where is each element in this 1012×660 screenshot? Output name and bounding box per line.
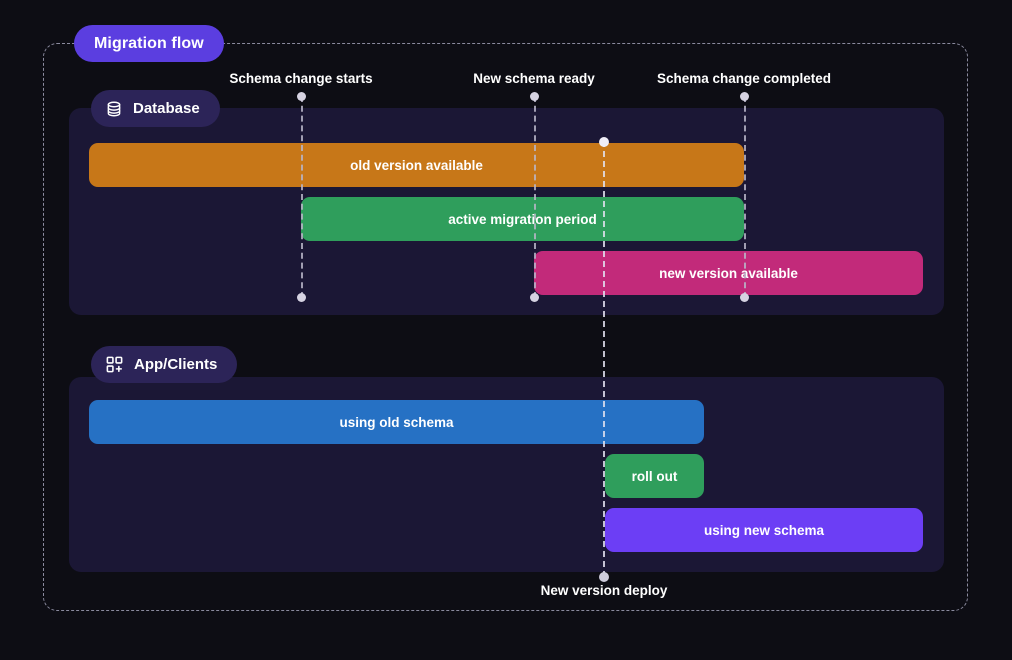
- diagram-outer-frame: [43, 43, 968, 611]
- timeline-bar[interactable]: new version available: [534, 251, 923, 295]
- diagram-title-badge: Migration flow: [74, 25, 224, 62]
- database-icon: [105, 100, 123, 118]
- timeline-bar[interactable]: using new schema: [605, 508, 923, 552]
- deploy-marker-label: New version deploy: [540, 583, 668, 598]
- lane-badge-app-clients: App/Clients: [91, 346, 238, 383]
- lane-badge-app-clients-label: App/Clients: [134, 356, 218, 373]
- timeline-bar-label: active migration period: [448, 211, 597, 227]
- diagram-title-text: Migration flow: [94, 34, 204, 52]
- grid-add-icon: [105, 355, 124, 374]
- deploy-marker-dot-top: [599, 137, 609, 147]
- timeline-bar[interactable]: old version available: [89, 143, 744, 187]
- timeline-bar[interactable]: roll out: [605, 454, 704, 498]
- timeline-bar-label: roll out: [631, 468, 678, 484]
- timeline-bar-label: new version available: [659, 265, 798, 281]
- deploy-marker-dot-bottom: [599, 572, 609, 582]
- lane-badge-database-label: Database: [133, 100, 200, 117]
- timeline-bar-label: using new schema: [703, 522, 825, 538]
- timeline-bar-label: old version available: [350, 157, 483, 173]
- lane-badge-database: Database: [91, 90, 220, 127]
- timeline-bar-label: using old schema: [339, 414, 454, 430]
- timeline-bar[interactable]: active migration period: [301, 197, 744, 241]
- timeline-bar[interactable]: using old schema: [89, 400, 704, 444]
